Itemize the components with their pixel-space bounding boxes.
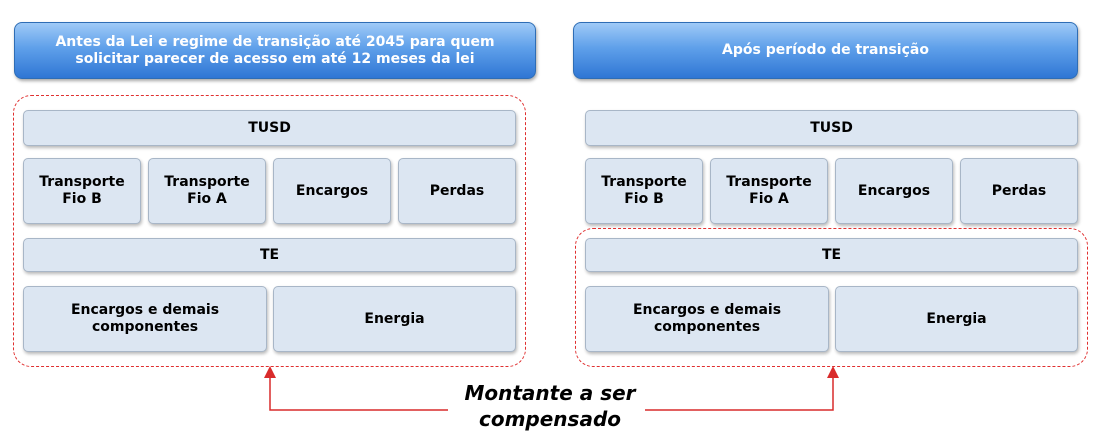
left-energia: Energia xyxy=(273,286,516,352)
left-te-bar: TE xyxy=(23,238,516,272)
right-encargos-demais: Encargos e demais componentes xyxy=(585,286,829,352)
left-encargos-demais: Encargos e demais componentes xyxy=(23,286,267,352)
right-energia: Energia xyxy=(835,286,1078,352)
right-transporte-fio-b: Transporte Fio B xyxy=(585,158,703,224)
left-transporte-fio-a: Transporte Fio A xyxy=(148,158,266,224)
right-tusd-bar: TUSD xyxy=(585,110,1078,146)
left-arrow xyxy=(264,366,448,411)
left-header: Antes da Lei e regime de transição até 2… xyxy=(14,22,536,79)
right-te-bar: TE xyxy=(585,238,1078,272)
left-encargos: Encargos xyxy=(273,158,391,224)
compensation-label: Montante a ser compensado xyxy=(464,381,636,431)
right-header: Após período de transição xyxy=(573,22,1078,79)
left-transporte-fio-b: Transporte Fio B xyxy=(23,158,141,224)
right-arrow xyxy=(645,366,839,411)
left-tusd-bar: TUSD xyxy=(23,110,516,146)
right-perdas: Perdas xyxy=(960,158,1078,224)
left-perdas: Perdas xyxy=(398,158,516,224)
right-transporte-fio-a: Transporte Fio A xyxy=(710,158,828,224)
right-encargos: Encargos xyxy=(835,158,953,224)
